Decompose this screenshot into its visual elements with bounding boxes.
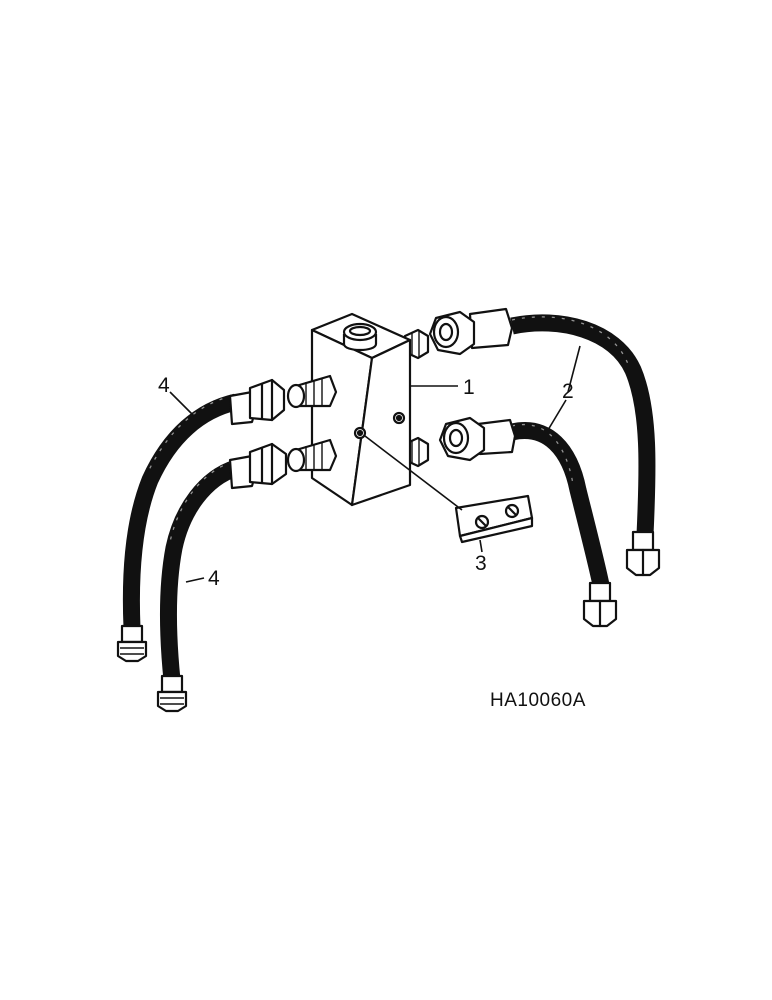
hose-assembly-4-lower — [156, 442, 288, 713]
leader-line-2-upper — [567, 345, 581, 393]
hose-assembly-4-upper — [116, 378, 286, 663]
front-fitting-upper — [286, 374, 338, 409]
hose-nut-2-lower — [438, 416, 517, 462]
hose-end-4-upper — [116, 624, 148, 663]
callout-2: 2 — [562, 380, 574, 403]
leader-line-2-lower — [547, 399, 567, 431]
leader-line-3-down — [479, 539, 483, 553]
hose-end-2-lower — [582, 581, 618, 628]
hose-assembly-2-lower — [438, 416, 618, 628]
leader-line-4-upper — [169, 391, 195, 417]
hose-end-4-lower — [156, 674, 188, 713]
leader-line-3 — [364, 435, 463, 511]
callout-1: 1 — [463, 376, 475, 399]
front-fitting-lower — [286, 438, 338, 473]
hose-nut-4-upper — [228, 378, 286, 426]
hose-nut-4-lower — [228, 442, 288, 490]
mounting-plate — [454, 494, 534, 544]
callout-4-upper: 4 — [158, 374, 170, 397]
top-plug — [342, 322, 378, 352]
hose-end-2-upper — [625, 530, 661, 577]
drawing-number: HA10060A — [490, 690, 586, 711]
hose-assembly-2-upper — [428, 307, 661, 577]
callout-4-lower: 4 — [208, 567, 220, 590]
valve-block — [310, 312, 430, 507]
hose-nut-2-upper — [428, 307, 514, 356]
leader-line-4-lower — [185, 577, 205, 583]
callout-3: 3 — [475, 552, 487, 575]
